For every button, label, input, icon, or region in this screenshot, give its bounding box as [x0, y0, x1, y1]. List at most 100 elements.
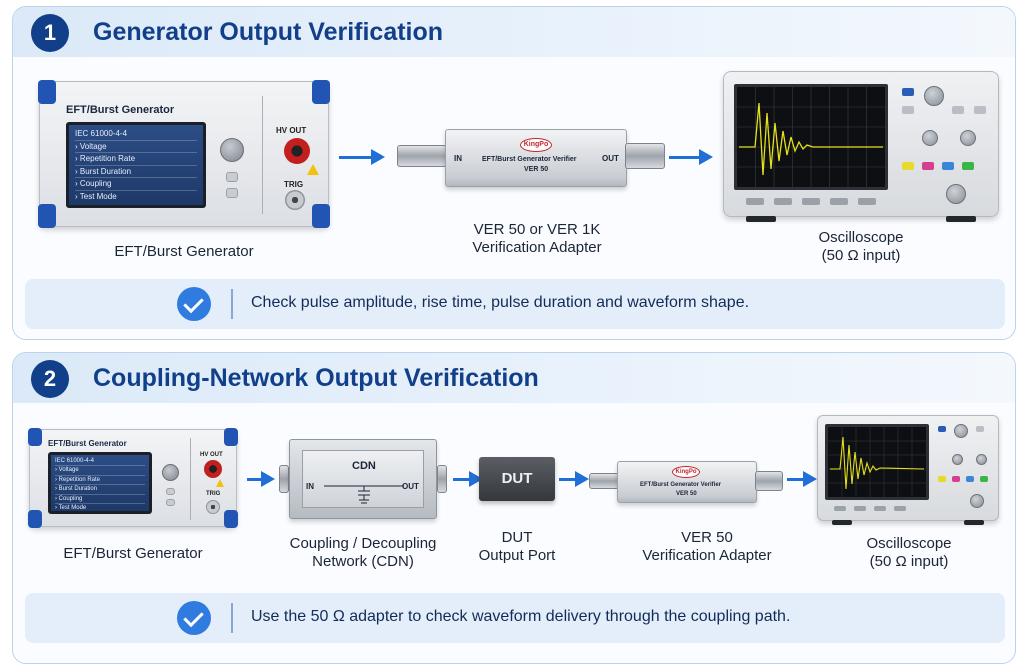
cdn-caption: Coupling / Decoupling Network (CDN): [267, 535, 459, 571]
step-number-badge: 2: [31, 360, 69, 398]
waveform-display: [737, 87, 885, 187]
scope-knob: [922, 130, 938, 146]
section-title: Generator Output Verification: [93, 18, 444, 46]
scope-softkey: [830, 198, 848, 205]
cdn-caption-line2: Network (CDN): [312, 553, 414, 570]
scope-button: [976, 426, 984, 432]
verifier-output-connector: [625, 143, 665, 169]
verifier-input-connector: [397, 145, 447, 167]
eft-burst-generator-device: EFT/Burst Generator IEC 61000-4-4 › Volt…: [38, 80, 330, 228]
device-corner-bumper: [312, 80, 330, 104]
generator-screen: IEC 61000-4-4 › Voltage › Repetition Rat…: [66, 122, 206, 208]
verification-note: Use the 50 Ω adapter to check waveform d…: [25, 593, 1005, 643]
scope-channel-button: [952, 476, 960, 482]
oscilloscope-caption: Oscilloscope (50 Ω input): [819, 535, 999, 571]
device-corner-bumper: [224, 510, 238, 528]
dut-caption-line2: Output Port: [478, 547, 556, 564]
generator-brand-label: EFT/Burst Generator: [66, 104, 175, 116]
eft-burst-verifier-adapter: KingPo EFT/Burst Generator Verifier VER …: [617, 461, 757, 503]
screen-menu-item: › Repetition Rate: [55, 474, 145, 484]
scope-softkey: [874, 506, 886, 511]
verifier-caption-line1: VER 50: [681, 529, 733, 546]
scope-channel-button: [980, 476, 988, 482]
scope-button: [902, 106, 914, 114]
screen-title: IEC 61000-4-4: [55, 458, 95, 464]
scope-knob: [954, 424, 968, 438]
screen-menu-item: › Burst Duration: [55, 484, 145, 493]
kingpo-logo: KingPo: [520, 138, 552, 152]
section-title: Coupling-Network Output Verification: [93, 364, 539, 392]
oscilloscope-caption: Oscilloscope (50 Ω input): [771, 229, 951, 265]
scope-softkey: [774, 198, 792, 205]
generator-button: [166, 499, 175, 506]
scope-button: [902, 88, 914, 96]
screen-menu-item: › Voltage: [75, 139, 197, 153]
verifier-caption: VER 50 or VER 1K Verification Adapter: [437, 221, 637, 257]
verification-note: Check pulse amplitude, rise time, pulse …: [25, 279, 1005, 329]
note-divider: [231, 289, 233, 319]
check-circle-icon: [177, 287, 211, 321]
cdn-out-label: OUT: [402, 482, 419, 491]
generator-button: [166, 488, 175, 495]
scope-channel-button: [962, 162, 974, 170]
oscilloscope-device: [723, 71, 999, 222]
section-header: 1 Generator Output Verification: [13, 7, 1015, 57]
oscilloscope-screen: [825, 424, 929, 500]
dut-caption: DUT Output Port: [457, 529, 577, 565]
trig-label: TRIG: [284, 180, 304, 189]
trig-bnc-connector: [285, 190, 305, 210]
scope-channel-button: [922, 162, 934, 170]
generator-screen: IEC 61000-4-4 › Voltage › Repetition Rat…: [48, 452, 152, 514]
scope-bnc-input: [970, 494, 984, 508]
scope-foot: [746, 216, 776, 222]
generator-knob: [162, 464, 179, 481]
scope-channel-button: [938, 476, 946, 482]
scope-button: [938, 426, 946, 432]
scope-channel-button: [902, 162, 914, 170]
cdn-output-connector: [437, 465, 447, 493]
generator-button: [226, 172, 238, 182]
cdn-in-label: IN: [306, 482, 314, 491]
section-header: 2 Coupling-Network Output Verification: [13, 353, 1015, 403]
cdn-capacitor-symbol: [324, 485, 404, 504]
generator-caption: EFT/Burst Generator: [114, 243, 254, 260]
coupling-decoupling-network-box: CDN IN OUT: [289, 439, 437, 519]
scope-knob: [924, 86, 944, 106]
scope-softkey: [858, 198, 876, 205]
screen-title: IEC 61000-4-4: [75, 129, 128, 138]
waveform-trace: [739, 102, 883, 176]
eft-burst-verifier-adapter: KingPo IN OUT EFT/Burst Generator Verifi…: [445, 129, 627, 187]
screen-menu-item: › Coupling: [55, 493, 145, 503]
note-divider: [231, 603, 233, 633]
note-text: Use the 50 Ω adapter to check waveform d…: [251, 608, 791, 625]
scope-softkey: [802, 198, 820, 205]
check-circle-icon: [177, 601, 211, 635]
cdn-caption-line1: Coupling / Decoupling: [289, 535, 437, 552]
cdn-front-panel: [302, 450, 424, 508]
scope-channel-button: [942, 162, 954, 170]
device-corner-bumper: [312, 204, 330, 228]
verifier-caption-line2: Verification Adapter: [642, 547, 772, 564]
screen-menu-item: › Burst Duration: [75, 164, 197, 178]
verifier-model: VER 50: [524, 166, 549, 173]
kingpo-logo: KingPo: [672, 466, 700, 478]
note-text: Check pulse amplitude, rise time, pulse …: [251, 294, 750, 311]
verifier-out-label: OUT: [602, 154, 619, 163]
waveform-trace: [830, 436, 925, 490]
scope-softkey: [894, 506, 906, 511]
scope-button: [974, 106, 986, 114]
device-corner-bumper: [224, 428, 238, 446]
scope-foot: [946, 216, 976, 222]
verifier-title: EFT/Burst Generator Verifier: [482, 156, 577, 163]
device-corner-bumper: [38, 204, 56, 228]
panel-divider: [190, 438, 191, 520]
screen-menu-item: › Voltage: [55, 465, 145, 474]
oscilloscope-caption-line1: Oscilloscope: [866, 535, 952, 552]
oscilloscope-caption-line2: (50 Ω input): [869, 553, 949, 570]
panel-divider: [262, 96, 263, 214]
scope-bnc-input: [946, 184, 966, 204]
scope-softkey: [746, 198, 764, 205]
section-generator-output-verification: 1 Generator Output Verification EFT/Burs…: [12, 6, 1016, 340]
scope-knob: [976, 454, 987, 465]
device-corner-bumper: [28, 510, 42, 528]
